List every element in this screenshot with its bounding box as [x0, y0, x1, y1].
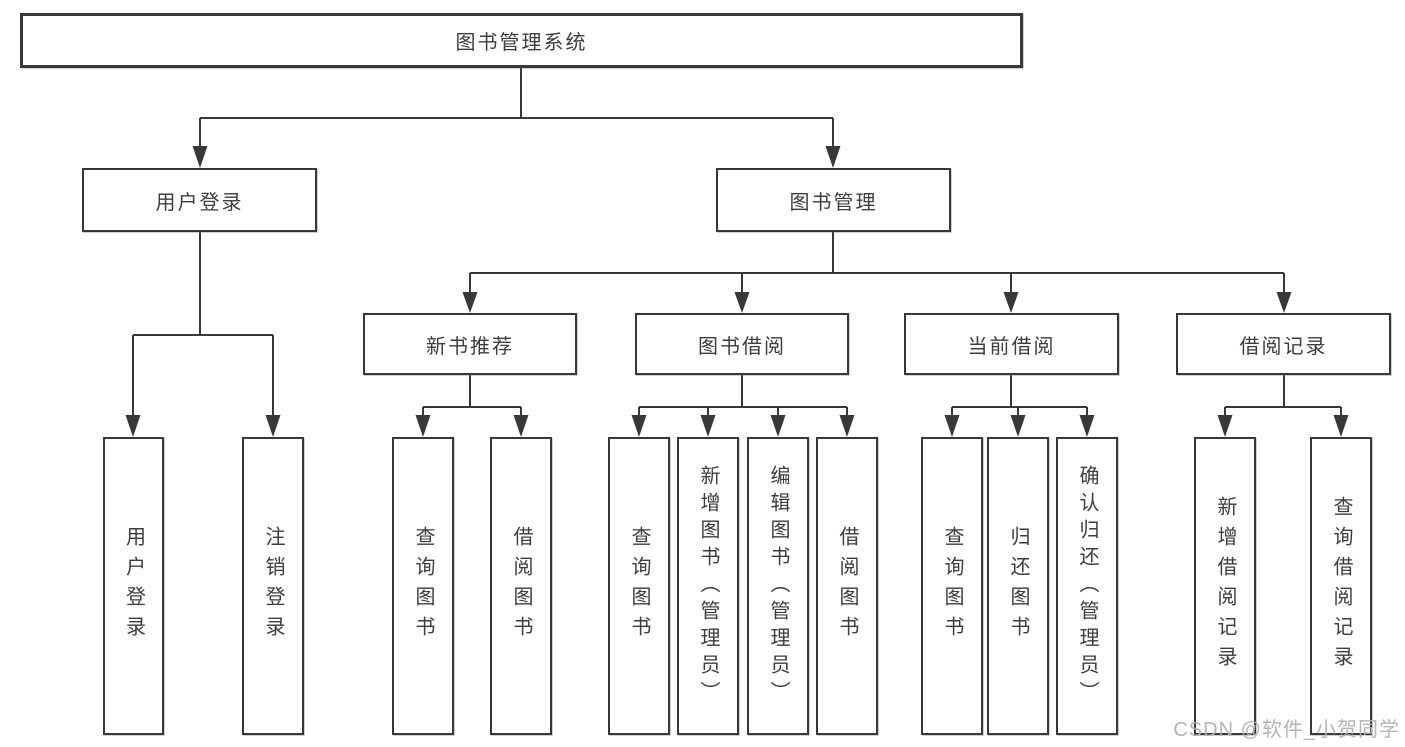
node-library-management-system: 图书管理系统: [20, 13, 1023, 68]
leaf-logout: 注销登录: [242, 437, 304, 735]
leaf-query-borrow-record: 查询借阅记录: [1310, 437, 1372, 735]
node-label: 图书管理: [789, 191, 878, 214]
arrowheads: [125, 146, 1349, 437]
node-book-management: 图书管理: [716, 168, 951, 232]
node-label: 图书管理系统: [455, 32, 588, 54]
leaf-label: 归还图书: [1007, 526, 1029, 646]
leaf-user-login: 用户登录: [103, 437, 164, 735]
leaf-confirm-return-admin: 确认归还（管理员）: [1056, 437, 1118, 735]
node-label: 当前借阅: [967, 335, 1056, 358]
leaf-return-books: 归还图书: [987, 437, 1049, 735]
leaf-query-books-recommend: 查询图书: [392, 437, 454, 735]
csdn-watermark: CSDN @软件_小贺同学: [1173, 719, 1400, 741]
leaf-add-borrow-record: 新增借阅记录: [1194, 437, 1256, 735]
leaf-label: 编辑图书（管理员）: [767, 464, 789, 708]
node-borrow-records: 借阅记录: [1176, 313, 1391, 375]
leaf-label: 借阅图书: [836, 526, 858, 646]
leaf-borrow-books-recommend: 借阅图书: [490, 437, 552, 735]
node-label: 借阅记录: [1239, 335, 1328, 358]
leaf-label: 新增借阅记录: [1214, 496, 1236, 676]
node-label: 新书推荐: [426, 335, 514, 358]
leaf-label: 查询图书: [941, 526, 963, 646]
leaf-label: 查询借阅记录: [1330, 496, 1352, 676]
leaf-label: 新增图书（管理员）: [697, 464, 719, 708]
leaf-label: 查询图书: [628, 526, 650, 646]
node-label: 图书借阅: [698, 335, 786, 358]
leaf-label: 确认归还（管理员）: [1076, 464, 1098, 708]
leaf-label: 借阅图书: [510, 526, 532, 646]
node-book-borrow: 图书借阅: [635, 313, 849, 375]
leaf-label: 用户登录: [122, 526, 145, 646]
leaf-edit-books-admin: 编辑图书（管理员）: [747, 437, 809, 735]
leaf-label: 查询图书: [412, 526, 434, 646]
node-label: 用户登录: [155, 191, 244, 214]
node-current-borrow: 当前借阅: [904, 313, 1119, 375]
leaf-label: 注销登录: [262, 526, 284, 646]
leaf-query-books-borrow: 查询图书: [608, 437, 670, 735]
node-user-login: 用户登录: [82, 168, 317, 232]
leaf-add-books-admin: 新增图书（管理员）: [677, 437, 739, 735]
leaf-borrow-books: 借阅图书: [816, 437, 878, 735]
node-new-book-recommend: 新书推荐: [363, 313, 577, 375]
leaf-query-books-current: 查询图书: [921, 437, 983, 735]
